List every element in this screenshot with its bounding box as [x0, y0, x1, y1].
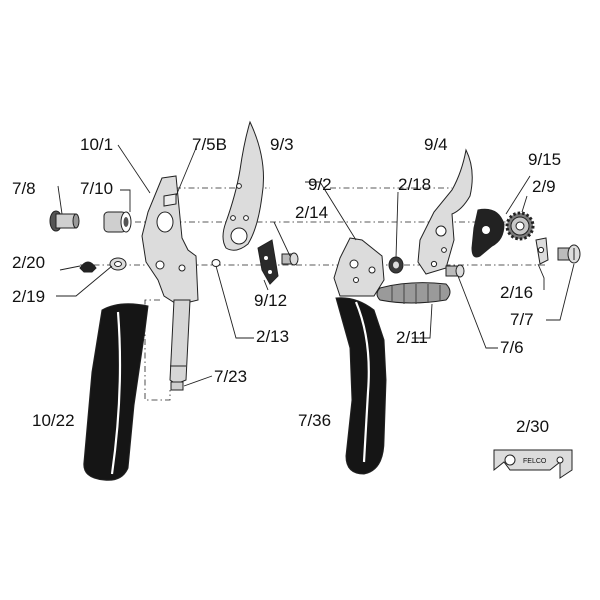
screw-7-6 [445, 264, 465, 278]
label-10-22: 10/22 [32, 411, 75, 430]
spring-2-11 [376, 282, 451, 304]
label-7-8: 7/8 [12, 179, 36, 198]
label-2-14: 2/14 [295, 203, 328, 222]
label-7-7: 7/7 [510, 310, 534, 329]
cap-2-20 [79, 261, 97, 273]
catch-9-12 [257, 239, 279, 285]
part-labels: 10/1 7/5B 9/3 9/4 9/15 7/8 7/10 9/2 2/18… [12, 135, 561, 436]
label-2-18: 2/18 [398, 175, 431, 194]
adjusting-gear-2-9 [505, 211, 535, 241]
label-2-13: 2/13 [256, 327, 289, 346]
label-2-11: 2/11 [396, 328, 428, 347]
nut-2-18 [388, 256, 404, 274]
label-10-1: 10/1 [80, 135, 113, 154]
label-9-3: 9/3 [270, 135, 294, 154]
small-washer-2-13 [211, 259, 221, 267]
screw-2-14 [281, 252, 299, 266]
label-2-19: 2/19 [12, 287, 45, 306]
nut-7-8 [49, 210, 80, 232]
wrench-brand-text: FELCO [523, 458, 547, 465]
blade-9-3 [222, 120, 264, 251]
anvil-blade-9-4 [417, 148, 473, 275]
blade-holder-10-1 [141, 175, 199, 306]
bushing-7-10 [103, 211, 132, 233]
spring-spindle-7-23 [169, 299, 191, 391]
label-7-5b: 7/5B [192, 135, 227, 154]
lock-2-16 [535, 237, 549, 265]
handle-7-36 [333, 237, 387, 475]
bolt-7-7 [557, 244, 581, 264]
label-7-23: 7/23 [214, 367, 247, 386]
label-9-12: 9/12 [254, 291, 287, 310]
label-2-20: 2/20 [12, 253, 45, 272]
label-9-15: 9/15 [528, 150, 561, 169]
label-2-9: 2/9 [532, 177, 556, 196]
label-7-36: 7/36 [298, 411, 331, 430]
label-2-16: 2/16 [500, 283, 533, 302]
leader-lines [56, 144, 575, 387]
label-7-10: 7/10 [80, 179, 113, 198]
handle-grip-10-22 [83, 303, 149, 481]
washer-2-19 [109, 257, 127, 271]
plate-9-15 [471, 208, 505, 258]
label-7-6: 7/6 [500, 338, 524, 357]
label-9-2: 9/2 [308, 175, 332, 194]
wrench-2-30: FELCO [493, 449, 573, 479]
label-9-4: 9/4 [424, 135, 448, 154]
label-2-30: 2/30 [516, 417, 549, 436]
